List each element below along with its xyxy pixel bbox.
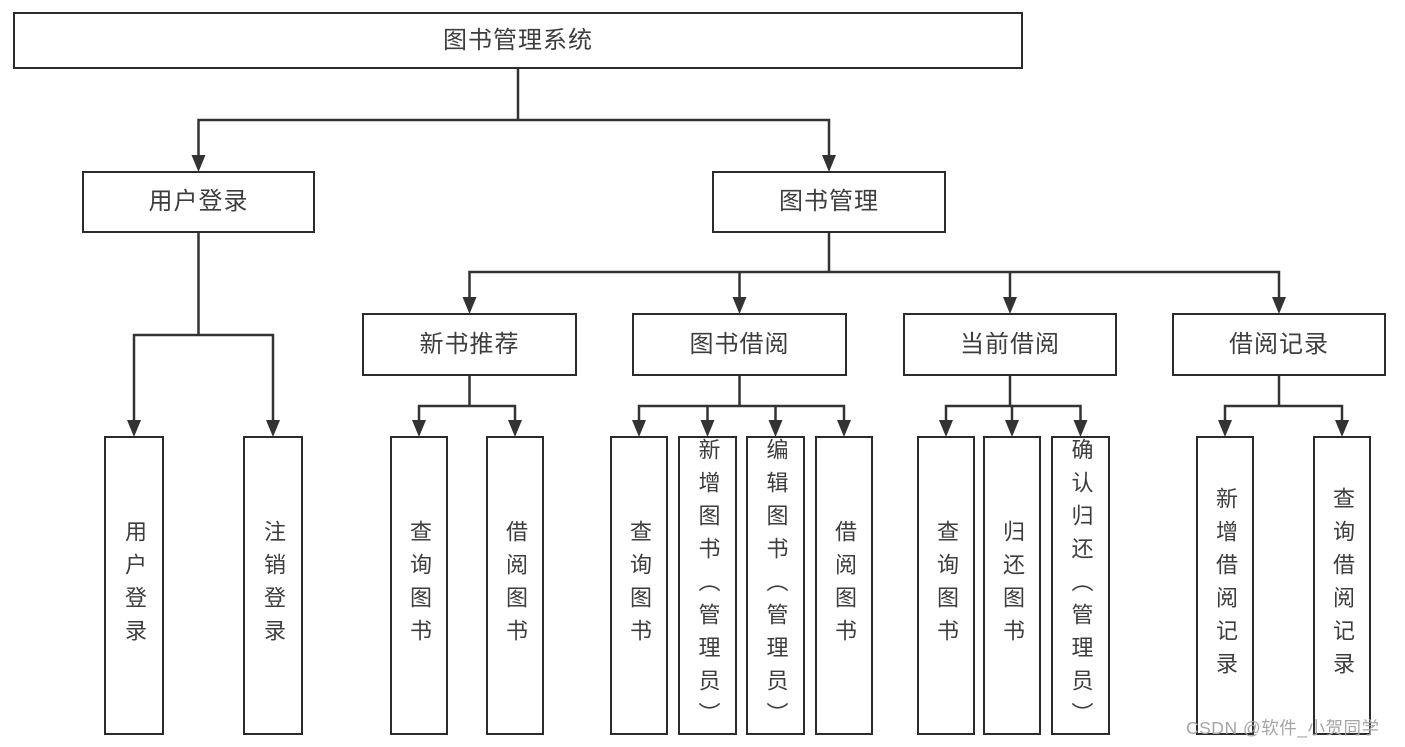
arrowhead-icon <box>462 297 477 314</box>
node-label-logout-action: 注销登录 <box>261 519 286 652</box>
arrowhead-icon <box>939 420 953 437</box>
node-borrowing-records: 借阅记录 <box>1172 313 1386 376</box>
node-book-management: 图书管理 <box>712 171 946 233</box>
node-bb-query-books: 查询图书 <box>610 436 668 735</box>
arrowhead-icon <box>127 420 141 437</box>
node-current-borrowing: 当前借阅 <box>903 313 1117 376</box>
arrowhead-icon <box>1335 420 1349 437</box>
node-cb-query-books: 查询图书 <box>917 436 975 735</box>
arrowhead-icon <box>837 420 851 437</box>
node-br-query-record: 查询借阅记录 <box>1313 436 1371 735</box>
arrowhead-icon <box>191 155 206 172</box>
arrowhead-icon <box>508 420 522 437</box>
node-bb-edit-books-admin: 编辑图书（管理员） <box>746 436 805 735</box>
node-user-login: 用户登录 <box>82 171 315 233</box>
node-label-cb-query-books: 查询图书 <box>934 519 959 652</box>
arrowhead-icon <box>1073 420 1088 437</box>
arrowhead-icon <box>732 297 747 314</box>
node-book-borrowing: 图书借阅 <box>632 313 847 376</box>
csdn-watermark: CSDN @软件_小贺同学 <box>1186 718 1380 738</box>
node-label-bb-query-books: 查询图书 <box>627 519 652 652</box>
node-label-borrowing-records: 借阅记录 <box>1229 330 1329 358</box>
node-cb-return-books: 归还图书 <box>983 436 1041 735</box>
arrowhead-icon <box>700 420 715 437</box>
arrowhead-icon <box>266 420 280 437</box>
node-label-br-query-record: 查询借阅记录 <box>1330 486 1355 685</box>
node-label-bb-borrow-books: 借阅图书 <box>832 519 857 652</box>
arrowhead-icon <box>1272 297 1286 314</box>
node-cb-confirm-return-admin: 确认归还（管理员） <box>1051 436 1110 735</box>
node-nb-borrow-books: 借阅图书 <box>486 436 544 735</box>
node-label-bb-edit-books-admin: 编辑图书（管理员） <box>763 438 789 735</box>
node-br-add-record: 新增借阅记录 <box>1196 436 1254 735</box>
node-user-login-action: 用户登录 <box>104 436 164 735</box>
arrowhead-icon <box>1005 420 1019 437</box>
node-label-book-management: 图书管理 <box>779 188 879 215</box>
node-bb-add-books-admin: 新增图书（管理员） <box>678 436 737 735</box>
arrowhead-icon <box>1003 297 1017 314</box>
node-library-system: 图书管理系统 <box>13 12 1023 69</box>
node-label-cb-confirm-return-admin: 确认归还（管理员） <box>1068 438 1094 735</box>
node-new-book-recommendation: 新书推荐 <box>362 313 577 376</box>
node-bb-borrow-books: 借阅图书 <box>815 436 873 735</box>
node-label-br-add-record: 新增借阅记录 <box>1213 486 1238 685</box>
node-label-user-login: 用户登录 <box>148 188 249 215</box>
arrowhead-icon <box>822 155 836 172</box>
node-label-cb-return-books: 归还图书 <box>1000 519 1025 652</box>
arrowhead-icon <box>412 420 426 437</box>
node-label-nb-query-books: 查询图书 <box>407 519 432 652</box>
arrowhead-icon <box>1218 420 1232 437</box>
node-label-library-system: 图书管理系统 <box>443 26 593 54</box>
node-label-book-borrowing: 图书借阅 <box>689 330 790 358</box>
node-label-nb-borrow-books: 借阅图书 <box>503 519 528 652</box>
node-label-current-borrowing: 当前借阅 <box>960 330 1060 358</box>
connector-path <box>132 67 1344 426</box>
arrowhead-icon <box>632 420 646 437</box>
node-label-new-book-recommendation: 新书推荐 <box>419 330 520 358</box>
node-label-bb-add-books-admin: 新增图书（管理员） <box>695 438 721 735</box>
node-nb-query-books: 查询图书 <box>390 436 448 735</box>
arrowhead-icon <box>768 420 783 437</box>
node-logout-action: 注销登录 <box>243 436 303 735</box>
node-label-user-login-action: 用户登录 <box>122 519 147 652</box>
